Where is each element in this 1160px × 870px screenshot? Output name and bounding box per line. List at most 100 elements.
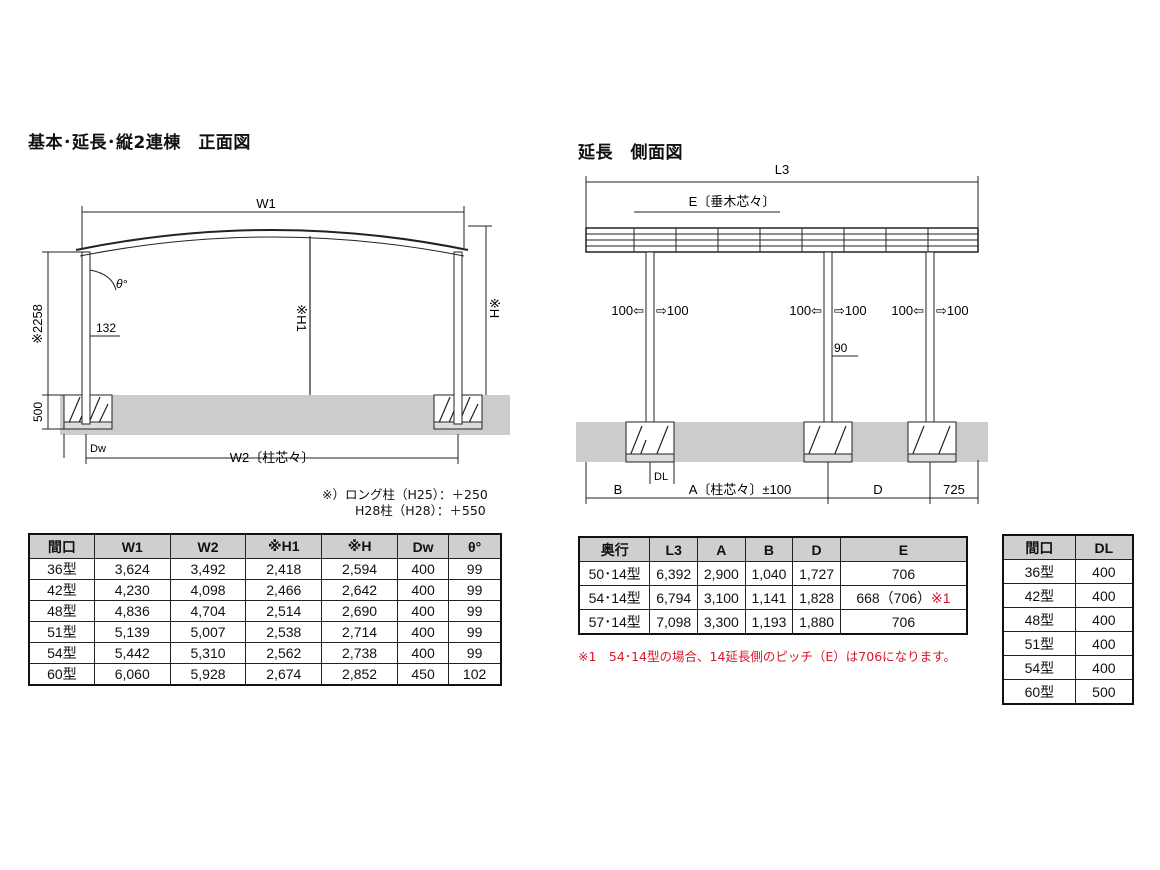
- p100a-label-2: 100⇦: [789, 303, 822, 318]
- e-label: E〔垂木芯々〕: [689, 194, 776, 209]
- table-cell: 3,300: [697, 609, 746, 635]
- v500-label: 500: [31, 402, 45, 422]
- cell-value: 60型: [47, 666, 77, 682]
- cell-value: 7,098: [656, 613, 692, 630]
- table-cell: 1,727: [792, 561, 841, 586]
- col-header: A: [697, 536, 746, 562]
- cell-value: 3,624: [114, 561, 150, 577]
- table-cell: 2,900: [697, 561, 746, 586]
- d132-label: 132: [96, 321, 116, 335]
- table-cell: 42型: [28, 579, 95, 601]
- cell-value: 3,300: [703, 613, 739, 630]
- cell-value: 99: [466, 624, 483, 640]
- cell-value: 400: [1092, 635, 1116, 652]
- col-header: W1: [93, 533, 171, 559]
- table-cell: 50･14型: [578, 561, 651, 586]
- cell-value: 4,836: [114, 603, 150, 619]
- cell-value: 2,738: [342, 645, 378, 661]
- d725-label: 725: [943, 482, 965, 497]
- table-cell: 6,392: [649, 561, 699, 586]
- table-cell: 42型: [1002, 583, 1076, 608]
- col-header: 間口: [28, 533, 95, 559]
- table-cell: 3,100: [697, 585, 746, 610]
- dl-table-header: 間口 DL: [1002, 534, 1134, 560]
- table-cell: 54･14型: [578, 585, 651, 610]
- table-cell: 7,098: [649, 609, 699, 635]
- cell-value: 400: [1092, 611, 1116, 628]
- cell-value: 1,880: [799, 613, 835, 630]
- table-cell: 2,562: [245, 642, 323, 664]
- cell-value: 3,492: [190, 561, 226, 577]
- table-cell: 400: [1074, 655, 1134, 680]
- table-cell: 48型: [28, 600, 95, 622]
- a-label: A〔柱芯々〕±100: [689, 482, 792, 497]
- d90-label: 90: [834, 341, 848, 355]
- cell-value: 400: [411, 582, 435, 598]
- cell-value: 36型: [47, 561, 77, 577]
- table-cell: 48型: [1002, 607, 1076, 632]
- cell-value: 50･14型: [588, 565, 641, 582]
- table-cell: 1,828: [792, 585, 841, 610]
- d-label: D: [873, 482, 882, 497]
- table-cell: 668（706）※1: [839, 585, 968, 610]
- cell-value: 99: [466, 582, 483, 598]
- table-cell: 1,193: [744, 609, 794, 635]
- h1-label: ※H1: [294, 304, 309, 332]
- table-cell: 1,880: [792, 609, 841, 635]
- table-cell: 2,852: [321, 663, 398, 686]
- col-header: ※H1: [245, 533, 323, 559]
- cell-value: 2,674: [266, 666, 302, 682]
- footnote-mark: ※1: [931, 589, 951, 606]
- cell-value: 5,442: [114, 645, 150, 661]
- cell-value: 1,141: [751, 589, 787, 606]
- cell-value: 5,139: [114, 624, 150, 640]
- cell-value: 48型: [47, 603, 77, 619]
- cell-value: 36型: [1024, 563, 1055, 580]
- cell-value: 1,193: [751, 613, 787, 630]
- cell-value: 48型: [1024, 611, 1055, 628]
- table-cell: 2,538: [245, 621, 323, 643]
- left-post: [81, 251, 91, 425]
- cell-value: 400: [1092, 659, 1116, 676]
- cell-value: 6,794: [656, 589, 692, 606]
- b-label: B: [614, 482, 623, 497]
- table-cell: 2,514: [245, 600, 323, 622]
- w2-label: W2〔柱芯々〕: [230, 450, 315, 465]
- col-header: 間口: [1002, 534, 1076, 560]
- table-cell: 2,690: [321, 600, 398, 622]
- table-cell: 6,794: [649, 585, 699, 610]
- side-post-1: [625, 251, 675, 463]
- col-header: E: [839, 536, 968, 562]
- side-post-3: [907, 251, 957, 463]
- l3-label: L3: [775, 162, 789, 177]
- h-label: ※H: [487, 298, 502, 318]
- side-view-title: 延長 側面図: [578, 143, 683, 163]
- cell-value: 60型: [1024, 683, 1055, 700]
- table-cell: 99: [448, 600, 502, 622]
- table-cell: 60型: [1002, 679, 1076, 705]
- cell-value: 2,714: [342, 624, 378, 640]
- cell-value: 2,514: [266, 603, 302, 619]
- dl-label: DL: [654, 471, 668, 483]
- w1-label: W1: [256, 196, 276, 211]
- table-cell: 400: [1074, 631, 1134, 656]
- col-header: Dw: [396, 533, 450, 559]
- cell-value: 54型: [47, 645, 77, 661]
- table-row: 48型 400: [1002, 607, 1134, 632]
- cell-value: 2,418: [266, 561, 302, 577]
- table-cell: 51型: [28, 621, 95, 643]
- cell-value: 2,690: [342, 603, 378, 619]
- cell-value: 1,828: [799, 589, 835, 606]
- table-cell: 706: [839, 609, 968, 635]
- cell-value: 1,040: [751, 565, 787, 582]
- cell-value: 4,704: [190, 603, 226, 619]
- table-cell: 706: [839, 561, 968, 586]
- cell-value: 2,900: [703, 565, 739, 582]
- table-cell: 2,674: [245, 663, 323, 686]
